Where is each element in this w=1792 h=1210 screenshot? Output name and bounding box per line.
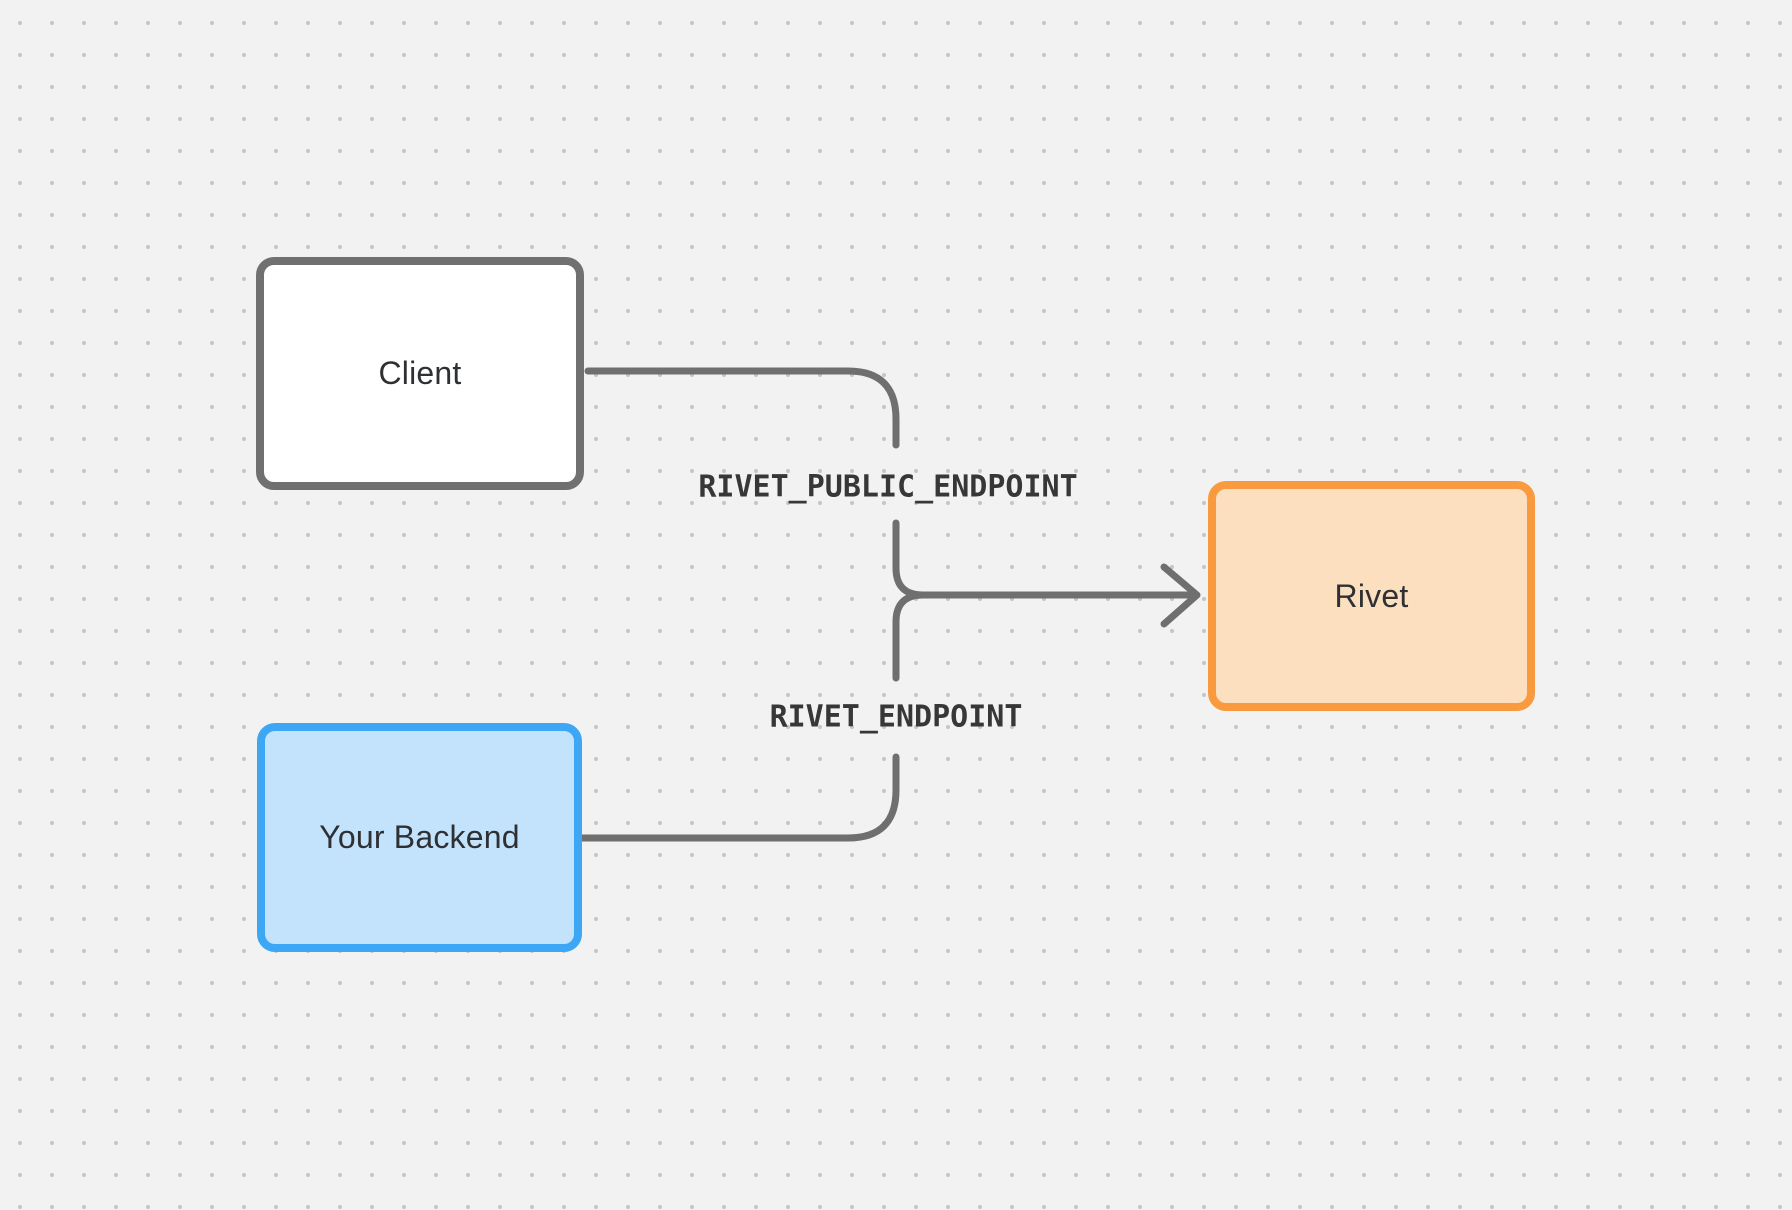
node-client: Client bbox=[256, 257, 584, 490]
node-your-backend: Your Backend bbox=[257, 723, 582, 952]
edge-backend-horizontal-segment bbox=[578, 753, 900, 842]
edge-client-merge-segment bbox=[892, 519, 927, 599]
node-your-backend-label: Your Backend bbox=[319, 819, 520, 855]
node-rivet-label: Rivet bbox=[1334, 577, 1409, 614]
edge-client-horizontal-segment bbox=[584, 367, 900, 449]
edge-label-rivet-public-endpoint: RIVET_PUBLIC_ENDPOINT bbox=[698, 469, 1078, 505]
arrowhead-icon bbox=[1160, 563, 1201, 628]
edge-label-rivet-endpoint: RIVET_ENDPOINT bbox=[769, 699, 1023, 735]
edge-backend-merge-segment bbox=[892, 591, 927, 682]
node-rivet: Rivet bbox=[1208, 481, 1535, 711]
node-client-label: Client bbox=[378, 355, 462, 391]
